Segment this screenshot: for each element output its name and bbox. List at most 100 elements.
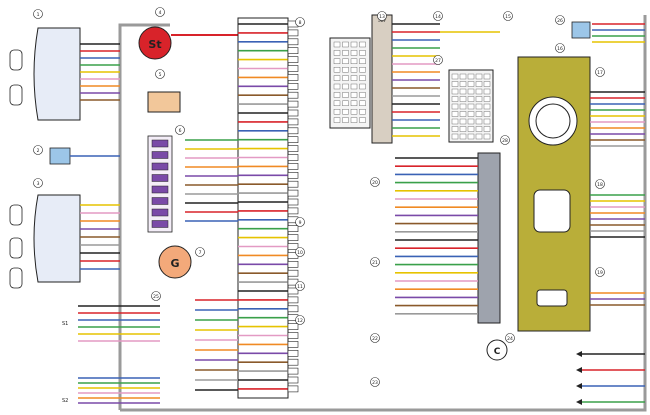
callout-label: 28 xyxy=(502,138,508,144)
switch-s1-label: S1 xyxy=(62,321,68,327)
plug-cell xyxy=(333,100,341,107)
plug-cell xyxy=(475,133,483,140)
plug-cell xyxy=(333,108,341,115)
callout-marker xyxy=(595,67,605,77)
plug-cell xyxy=(459,126,467,132)
plug-cell xyxy=(342,41,349,48)
ground-terminal xyxy=(576,383,582,389)
callout-label: 8 xyxy=(299,20,302,26)
callout-label: 11 xyxy=(297,284,303,290)
ecu-grey-connector xyxy=(477,152,501,324)
plug-cell xyxy=(467,126,475,132)
plug-cell xyxy=(467,118,475,125)
plug-cell xyxy=(459,88,467,95)
plug-cell xyxy=(333,75,341,81)
callout-label: 3 xyxy=(37,181,40,187)
callout-marker xyxy=(295,217,305,227)
callout-marker xyxy=(555,15,565,25)
plug-cell xyxy=(333,58,341,64)
plug-cell xyxy=(475,111,483,117)
callout-label: 2 xyxy=(37,148,40,154)
left-plug xyxy=(9,267,23,289)
plug-cell xyxy=(483,118,491,125)
callout-marker xyxy=(155,69,165,79)
plug-cell xyxy=(459,118,467,125)
callout-marker xyxy=(377,11,387,21)
central-pin xyxy=(287,349,299,357)
plug-cell xyxy=(350,83,358,90)
plug-cell xyxy=(333,41,341,48)
central-pin xyxy=(287,260,299,268)
callout-marker xyxy=(195,247,205,257)
bottom-right-wiring xyxy=(576,351,645,405)
callout-label: 12 xyxy=(297,318,303,324)
central-pin xyxy=(287,269,299,277)
plug-cell xyxy=(467,96,475,102)
central-pin xyxy=(287,385,299,393)
central-pin xyxy=(287,198,299,206)
plug-cell xyxy=(475,126,483,132)
plug-cell xyxy=(350,66,358,73)
central-pin xyxy=(287,163,299,170)
plug-cell xyxy=(475,103,483,110)
headlamp-left-upper xyxy=(33,27,81,121)
plug-cell xyxy=(359,50,366,56)
left-sensor xyxy=(49,147,71,165)
callout-marker xyxy=(433,11,443,21)
central-pin xyxy=(287,207,299,215)
plug-cell xyxy=(333,50,341,56)
rect-connector xyxy=(533,189,571,233)
plug-cell xyxy=(483,126,491,132)
plug-cell xyxy=(342,66,349,73)
central-pin xyxy=(287,243,299,250)
plug-cell xyxy=(467,73,475,80)
fuse-block xyxy=(147,135,173,233)
callout-marker xyxy=(295,247,305,257)
callout-marker xyxy=(505,333,515,343)
plug-cell xyxy=(333,92,341,98)
callout-label: 24 xyxy=(507,336,513,342)
callout-marker xyxy=(151,291,161,301)
fuse xyxy=(151,174,169,182)
plug-cell xyxy=(342,108,349,115)
plug-cell xyxy=(451,103,459,110)
main-bundle-left xyxy=(118,23,170,410)
callout-label: 21 xyxy=(372,260,378,266)
central-pin xyxy=(287,56,299,63)
central-pin xyxy=(287,100,299,108)
plug-cell xyxy=(483,73,491,80)
ecu-grey-wire-bundle xyxy=(395,157,478,315)
central-pin xyxy=(287,358,299,366)
callout-label: 26 xyxy=(557,18,563,24)
callout-label: 7 xyxy=(199,250,202,256)
plug-cell xyxy=(451,133,459,140)
central-pin xyxy=(287,118,299,126)
central-pin xyxy=(287,83,299,90)
left-connectors xyxy=(9,43,120,289)
ecu-connector-frame xyxy=(371,14,393,144)
compressor-label: C xyxy=(494,347,501,357)
central-pin xyxy=(287,189,299,197)
plug-cell xyxy=(467,133,475,140)
plug-cell xyxy=(350,117,358,123)
callout-label: 5 xyxy=(159,72,162,78)
plug-cell xyxy=(342,75,349,81)
plug-cell xyxy=(359,66,366,73)
plug-cell xyxy=(359,83,366,90)
central-pin xyxy=(287,172,299,179)
central-pin xyxy=(287,65,299,72)
central-pin xyxy=(287,332,299,339)
plug-cell xyxy=(459,73,467,80)
central-pin xyxy=(287,47,299,55)
plug-cell xyxy=(483,96,491,102)
callout-marker xyxy=(555,43,565,53)
fuse xyxy=(151,185,169,194)
ground-terminal xyxy=(576,399,582,405)
plug-cell xyxy=(483,88,491,95)
central-pin xyxy=(287,74,299,81)
callout-label: 20 xyxy=(372,180,378,186)
central-pin xyxy=(287,376,299,384)
plug-cell xyxy=(359,108,366,115)
callout-marker xyxy=(295,17,305,27)
plug-cell xyxy=(483,103,491,110)
